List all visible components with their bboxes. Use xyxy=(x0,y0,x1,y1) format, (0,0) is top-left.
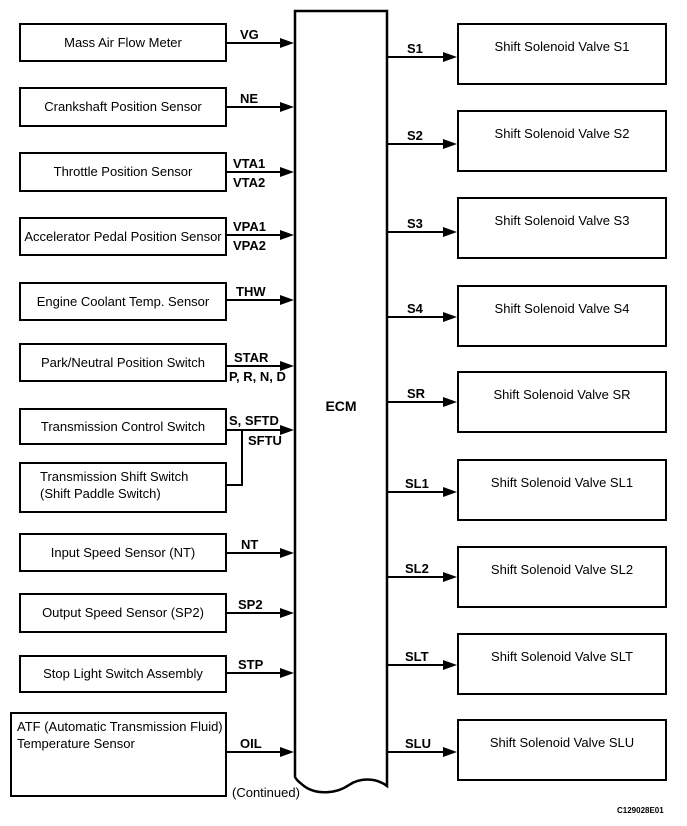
sensor-box-label: Throttle Position Sensor xyxy=(53,164,193,179)
arrowhead xyxy=(443,572,457,582)
valve-box-s1: Shift Solenoid Valve S1 xyxy=(457,23,667,85)
figure-code: C129028E01 xyxy=(617,806,664,815)
signal-label-vg: VG xyxy=(240,27,259,42)
sensor-box-output-speed-sensor: Output Speed Sensor (SP2) xyxy=(19,593,227,633)
ecm-label: ECM xyxy=(325,398,357,414)
signal-label-sr: SR xyxy=(407,386,426,401)
sensor-box-input-speed-sensor: Input Speed Sensor (NT) xyxy=(19,533,227,572)
arrowhead xyxy=(443,139,457,149)
signal-label-vpa1: VPA1 xyxy=(233,219,266,234)
valve-box-label: Shift Solenoid Valve SLT xyxy=(491,649,633,664)
valve-box-s4: Shift Solenoid Valve S4 xyxy=(457,285,667,347)
sensor-box-label-line1: Transmission Shift Switch xyxy=(40,469,189,484)
signal-label-oil: OIL xyxy=(240,736,262,751)
valve-box-label: Shift Solenoid Valve SL1 xyxy=(490,475,634,490)
arrowhead xyxy=(280,608,294,618)
sensor-box-crankshaft-position-sensor: Crankshaft Position Sensor xyxy=(19,87,227,127)
signal-label-sl1: SL1 xyxy=(405,476,429,491)
sensor-arrowheads xyxy=(280,38,294,757)
signal-label-sl2: SL2 xyxy=(405,561,429,576)
sensor-box-transmission-shift-switch: Transmission Shift Switch (Shift Paddle … xyxy=(19,462,227,513)
signal-label-thw: THW xyxy=(236,284,266,299)
sensor-box-stop-light-switch-assembly: Stop Light Switch Assembly xyxy=(19,655,227,693)
sensor-connectors xyxy=(227,42,283,753)
valve-box-s3: Shift Solenoid Valve S3 xyxy=(457,197,667,259)
arrowhead xyxy=(280,548,294,558)
valve-box-sl2: Shift Solenoid Valve SL2 xyxy=(457,546,667,608)
sensor-box-atf-temperature-sensor: ATF (Automatic Transmission Fluid) Tempe… xyxy=(10,712,227,797)
sensor-box-label: Mass Air Flow Meter xyxy=(64,34,182,50)
sensor-box-label: Accelerator Pedal Position Sensor xyxy=(24,228,222,244)
sensor-box-label-line2: Temperature Sensor xyxy=(17,736,135,751)
sensor-box-label: Crankshaft Position Sensor xyxy=(44,99,202,114)
valve-connectors xyxy=(388,56,446,753)
sensor-box-label: Stop Light Switch Assembly xyxy=(43,666,203,681)
arrowhead xyxy=(280,361,294,371)
signal-label-sp2: SP2 xyxy=(238,597,263,612)
sensor-box-label: Output Speed Sensor (SP2) xyxy=(42,605,204,620)
arrowhead xyxy=(280,425,294,435)
valve-box-s2: Shift Solenoid Valve S2 xyxy=(457,110,667,172)
continued-note: (Continued) xyxy=(232,785,300,800)
valve-box-label: Shift Solenoid Valve S1 xyxy=(494,39,630,54)
arrowhead xyxy=(280,295,294,305)
arrowhead xyxy=(280,102,294,112)
signal-label-slu: SLU xyxy=(405,736,431,751)
signal-label-stp: STP xyxy=(238,657,264,672)
sensor-box-transmission-control-switch: Transmission Control Switch xyxy=(19,408,227,445)
arrowhead xyxy=(443,397,457,407)
valve-box-label: Shift Solenoid Valve SR xyxy=(493,387,631,402)
sensor-box-park-neutral-position-switch: Park/Neutral Position Switch xyxy=(19,343,227,382)
signal-label-ne: NE xyxy=(240,91,259,106)
signal-label-s3: S3 xyxy=(407,216,423,231)
signal-label-nt: NT xyxy=(241,537,259,552)
signal-label-vta2: VTA2 xyxy=(233,175,266,190)
arrowhead xyxy=(280,747,294,757)
valve-box-slt: Shift Solenoid Valve SLT xyxy=(457,633,667,695)
arrowhead xyxy=(443,487,457,497)
valve-box-label: Shift Solenoid Valve S4 xyxy=(494,301,630,316)
arrowhead xyxy=(443,312,457,322)
signal-label-sftu: SFTU xyxy=(248,433,282,448)
sensor-box-engine-coolant-temp-sensor: Engine Coolant Temp. Sensor xyxy=(19,282,227,321)
sensor-box-label: Engine Coolant Temp. Sensor xyxy=(36,293,210,309)
arrowhead xyxy=(443,227,457,237)
valve-box-label: Shift Solenoid Valve SLU xyxy=(489,735,635,750)
signal-label-s-sftd: S, SFTD xyxy=(229,413,279,428)
valve-box-slu: Shift Solenoid Valve SLU xyxy=(457,719,667,781)
ecm-outline xyxy=(293,9,389,794)
sensor-box-label-line1: ATF (Automatic Transmission Fluid) xyxy=(17,719,223,734)
signal-label-s2: S2 xyxy=(407,128,423,143)
valve-box-label: Shift Solenoid Valve SL2 xyxy=(490,562,634,577)
arrowhead xyxy=(280,38,294,48)
signal-label-vta1: VTA1 xyxy=(233,156,266,171)
arrowhead xyxy=(280,230,294,240)
valve-box-label: Shift Solenoid Valve S3 xyxy=(494,213,630,228)
signal-label-prnd: P, R, N, D xyxy=(229,369,286,384)
arrowhead xyxy=(443,747,457,757)
valve-arrowheads xyxy=(443,52,457,757)
valve-box-sr: Shift Solenoid Valve SR xyxy=(457,371,667,433)
arrowhead xyxy=(280,668,294,678)
arrowhead xyxy=(443,52,457,62)
sensor-box-label-line2: (Shift Paddle Switch) xyxy=(40,486,161,501)
valve-box-label: Shift Solenoid Valve S2 xyxy=(494,126,630,141)
sensor-box-label: Input Speed Sensor (NT) xyxy=(50,544,196,560)
signal-label-vpa2: VPA2 xyxy=(233,238,266,253)
signal-label-s4: S4 xyxy=(407,301,423,316)
signal-label-star: STAR xyxy=(234,350,269,365)
signal-label-s1: S1 xyxy=(407,41,423,56)
sensor-box-throttle-position-sensor: Throttle Position Sensor xyxy=(19,152,227,192)
sensor-box-mass-air-flow-meter: Mass Air Flow Meter xyxy=(19,23,227,62)
arrowhead xyxy=(280,167,294,177)
arrowhead xyxy=(443,660,457,670)
signal-label-slt: SLT xyxy=(405,649,429,664)
sensor-box-label: Transmission Control Switch xyxy=(40,418,206,434)
valve-box-sl1: Shift Solenoid Valve SL1 xyxy=(457,459,667,521)
sensor-box-accelerator-pedal-position-sensor: Accelerator Pedal Position Sensor xyxy=(19,217,227,256)
shift-switch-elbow xyxy=(227,431,243,486)
sensor-box-label: Park/Neutral Position Switch xyxy=(40,354,205,370)
